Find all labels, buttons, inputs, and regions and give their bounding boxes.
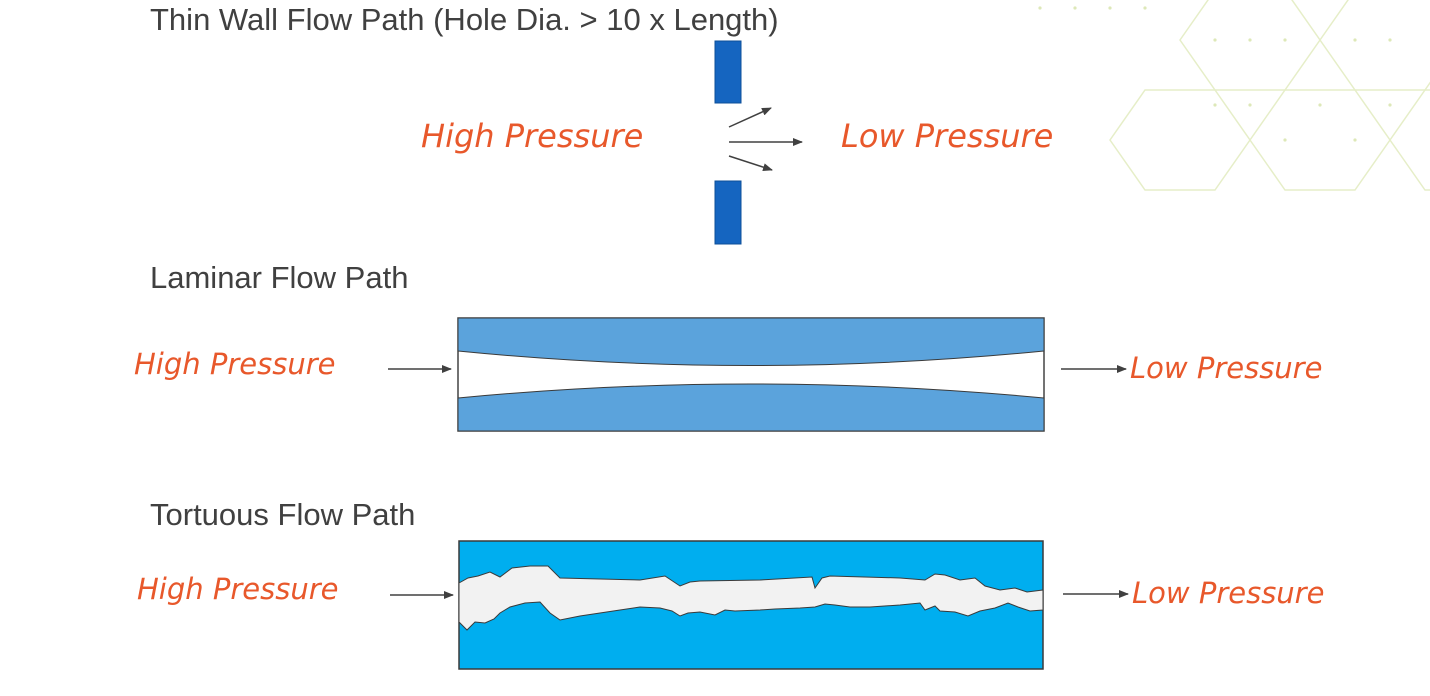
laminar-high-pressure-label: High Pressure <box>134 347 336 381</box>
thin-wall-arrow-up <box>728 107 772 128</box>
tortuous-title: Tortuous Flow Path <box>150 497 416 532</box>
laminar-low-pressure-label: Low Pressure <box>1130 351 1323 385</box>
thin-wall-arrow-down <box>728 155 773 172</box>
thin-wall-lower-plate <box>714 180 742 245</box>
laminar-lower-wall <box>457 383 1045 432</box>
thin-wall-low-pressure-label: Low Pressure <box>841 117 1054 155</box>
tortuous-high-pressure-label: High Pressure <box>137 572 339 606</box>
thin-wall-high-pressure-label: High Pressure <box>421 117 644 155</box>
laminar-upper-wall <box>457 317 1045 366</box>
thin-wall-upper-plate <box>714 40 742 104</box>
thin-wall-title: Thin Wall Flow Path (Hole Dia. > 10 x Le… <box>150 2 779 37</box>
laminar-title: Laminar Flow Path <box>150 260 409 295</box>
tortuous-low-pressure-label: Low Pressure <box>1132 576 1325 610</box>
tortuous-flow-gap <box>458 565 1044 631</box>
